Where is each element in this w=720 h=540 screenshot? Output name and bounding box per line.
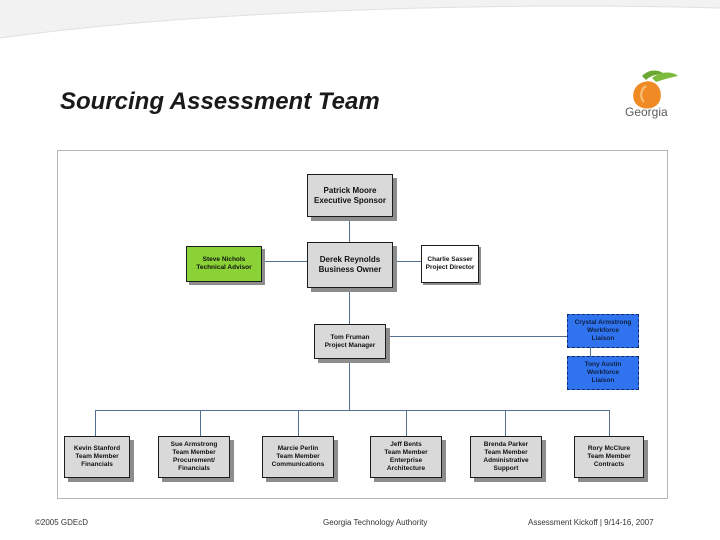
- connector-line: [505, 410, 506, 436]
- person-name: Tom Fruman: [330, 333, 370, 341]
- person-role-line2: Liaison: [591, 335, 615, 342]
- org-box-team-member: Sue Armstrong Team Member Procurement/ F…: [158, 436, 230, 478]
- person-name: Crystal Armstrong: [574, 319, 632, 326]
- person-role: Team Member: [587, 453, 631, 460]
- person-role: Business Owner: [318, 265, 382, 274]
- person-name: Jeff Bents: [390, 441, 422, 448]
- slide-title: Sourcing Assessment Team: [60, 88, 380, 115]
- person-role: Executive Sponsor: [313, 195, 387, 205]
- connector-line: [95, 410, 610, 411]
- person-role: Team Member: [484, 449, 528, 456]
- header-swoosh: [0, 0, 720, 39]
- georgia-peach-logo: [633, 70, 678, 109]
- footer-right: Assessment Kickoff | 9/14-16, 2007: [528, 518, 654, 527]
- person-name: Steve Nichols: [202, 256, 246, 263]
- person-role: Workforce: [586, 369, 620, 376]
- person-name: Marcie Perlin: [277, 445, 319, 452]
- org-box-team-member: Kevin Stanford Team Member Financials: [64, 436, 130, 478]
- person-role: Team Member: [384, 449, 428, 456]
- person-area: Contracts: [593, 461, 625, 468]
- person-area: Communications: [271, 461, 325, 468]
- person-role: Project Director: [425, 264, 475, 271]
- connector-line: [298, 410, 299, 436]
- connector-line: [262, 261, 307, 262]
- person-area: Enterprise: [389, 457, 423, 464]
- person-role: Workforce: [586, 327, 620, 334]
- person-area-line2: Architecture: [386, 465, 426, 472]
- org-box-workforce-liaison: Crystal Armstrong Workforce Liaison: [567, 314, 639, 348]
- person-role-line2: Liaison: [591, 377, 615, 384]
- person-name: Tony Austin: [584, 361, 622, 368]
- org-box-team-member: Jeff Bents Team Member Enterprise Archit…: [370, 436, 442, 478]
- person-name: Patrick Moore: [323, 185, 377, 195]
- person-area-line2: Support: [493, 465, 519, 472]
- footer-center: Georgia Technology Authority: [323, 518, 428, 527]
- org-box-executive-sponsor: Patrick Moore Executive Sponsor: [307, 174, 393, 217]
- person-role: Team Member: [276, 453, 320, 460]
- person-name: Sue Armstrong: [170, 441, 218, 448]
- person-name: Brenda Parker: [483, 441, 529, 448]
- org-box-business-owner: Derek Reynolds Business Owner: [307, 242, 393, 288]
- connector-line: [406, 410, 407, 436]
- org-box-project-director: Charlie Sasser Project Director: [421, 245, 479, 283]
- person-area: Procurement/: [173, 457, 215, 464]
- person-name: Derek Reynolds: [319, 255, 381, 264]
- connector-line: [392, 261, 421, 262]
- person-area-line2: Financials: [178, 465, 210, 472]
- person-area: Administrative: [483, 457, 529, 464]
- org-box-team-member: Brenda Parker Team Member Administrative…: [470, 436, 542, 478]
- org-box-team-member: Rory McClure Team Member Contracts: [574, 436, 644, 478]
- person-name: Rory McClure: [587, 445, 631, 452]
- person-role: Technical Advisor: [196, 264, 252, 271]
- org-box-technical-advisor: Steve Nichols Technical Advisor: [186, 246, 262, 282]
- org-box-team-member: Marcie Perlin Team Member Communications: [262, 436, 334, 478]
- person-name: Charlie Sasser: [427, 256, 473, 263]
- person-role: Project Manager: [324, 341, 376, 349]
- footer-copyright: ©2005 GDEcD: [35, 518, 89, 527]
- person-area: Financials: [81, 461, 113, 468]
- connector-line: [349, 217, 350, 243]
- person-role: Team Member: [75, 453, 119, 460]
- connector-line: [95, 410, 96, 436]
- person-role: Team Member: [172, 449, 216, 456]
- person-name: Kevin Stanford: [73, 445, 121, 452]
- connector-line: [386, 336, 590, 337]
- org-box-workforce-liaison: Tony Austin Workforce Liaison: [567, 356, 639, 390]
- logo-text: Georgia: [625, 105, 668, 119]
- org-box-project-manager: Tom Fruman Project Manager: [314, 324, 386, 359]
- connector-line: [609, 410, 610, 436]
- connector-line: [200, 410, 201, 436]
